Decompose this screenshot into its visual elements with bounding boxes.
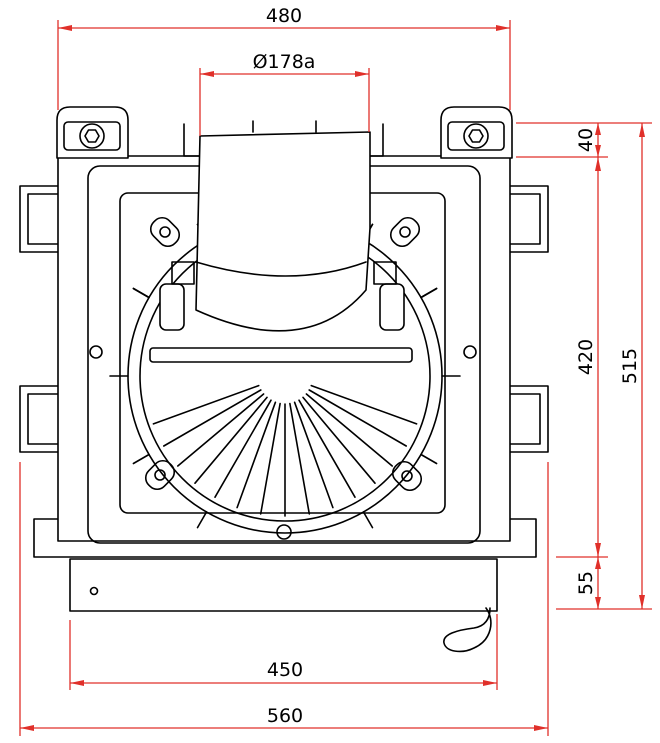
side-clamps (159, 261, 405, 331)
grille-spoke (177, 393, 265, 467)
lug-right (440, 106, 513, 159)
grille-spoke (310, 384, 418, 425)
grille-outer-rib (132, 453, 150, 465)
side-bracket-right-lower (509, 385, 549, 453)
grille-outer-rib (362, 511, 374, 529)
dim-label-450: 450 (267, 659, 303, 681)
grille-outer-rib (196, 511, 208, 529)
dimension-lines: 480 Ø178a 40 420 (19, 5, 652, 736)
top-hooks (183, 120, 384, 157)
grille-outer-rib (420, 453, 438, 465)
dim-overall-width: 560 (19, 462, 549, 736)
lug-left (56, 106, 129, 159)
grille-spoke (236, 401, 277, 509)
duct-collar-edge (195, 261, 367, 277)
side-bracket-right-upper (509, 185, 549, 253)
grille-spoke (308, 389, 408, 447)
side-bracket-left-lower (19, 385, 61, 453)
junction-box (69, 558, 498, 653)
grille-spoke (194, 396, 268, 485)
dim-label-40: 40 (575, 128, 597, 152)
dim-label-515: 515 (619, 348, 641, 384)
grille-spoke (298, 399, 356, 499)
corner-bosses (144, 216, 423, 492)
dim-duct-diameter: Ø178a (199, 51, 370, 136)
dim-label-480: 480 (266, 5, 302, 27)
grille-spoke (302, 396, 376, 485)
dim-label-55: 55 (575, 571, 597, 595)
grille-outer-rib (420, 287, 438, 299)
grille-spoke (305, 393, 394, 467)
grille-crossbar (149, 347, 413, 363)
grille-spoke (259, 402, 281, 515)
grille-spoke (152, 384, 260, 425)
dim-bottom-width: 450 (69, 614, 498, 690)
grille-spoke (163, 389, 262, 447)
unit-drawing (19, 106, 549, 653)
dim-right-heights: 40 420 55 515 (516, 122, 652, 610)
grille-spoke (214, 399, 272, 499)
dim-label-560: 560 (267, 705, 303, 727)
side-bracket-left-upper (19, 185, 61, 253)
grille-outer-rib (132, 287, 150, 299)
grille-spoke (289, 402, 311, 515)
fixing-holes (89, 345, 477, 540)
duct-collar (195, 131, 371, 332)
dim-label-diameter: Ø178a (253, 51, 316, 73)
dim-top-width: 480 (57, 5, 511, 110)
grille-spoke (293, 401, 334, 509)
dim-label-420: 420 (575, 339, 597, 375)
